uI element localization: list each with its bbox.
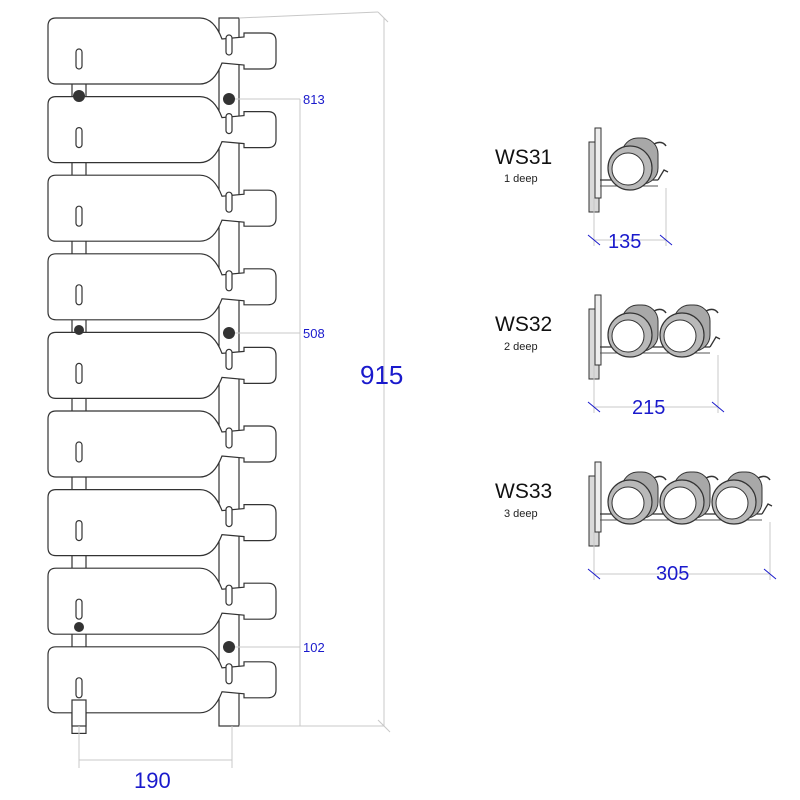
bottle-neck-hook <box>653 141 667 147</box>
bottle-outline <box>47 567 277 635</box>
bottle-base <box>611 486 645 520</box>
model-ws31-illustration <box>587 127 673 246</box>
bottle-outline <box>47 646 277 714</box>
left-foot <box>71 699 87 727</box>
bottle-neck-hook <box>705 308 719 314</box>
end-hook <box>709 336 721 348</box>
dimension-tick <box>763 568 777 580</box>
model-ws32-illustration <box>587 294 725 413</box>
model-ws31-name: WS31 <box>495 146 552 169</box>
bottle-base <box>715 486 749 520</box>
pin-slot <box>225 34 233 56</box>
model-variants: WS31 1 deep 135 WS32 2 deep 215 WS33 3 d… <box>495 127 777 585</box>
bottle-neck-hook <box>653 308 667 314</box>
model-ws32-width: 215 <box>632 397 665 419</box>
bottle-neck-hook <box>705 475 719 481</box>
pin-slot <box>225 584 233 606</box>
height-dimension-line <box>377 719 391 733</box>
dimension-tick <box>659 234 673 246</box>
bottle-outline <box>47 96 277 164</box>
bottle-base <box>611 319 645 353</box>
model-ws32-depth: 2 deep <box>504 341 538 353</box>
model-ws33-depth: 3 deep <box>504 508 538 520</box>
model-ws31-width: 135 <box>608 231 641 253</box>
mount-label-813: 813 <box>303 92 325 107</box>
height-label: 915 <box>360 360 403 390</box>
bottle-stack <box>47 17 277 714</box>
dimension-tick <box>587 568 601 580</box>
bottle-neck-hook <box>757 475 771 481</box>
bottle-base <box>663 319 697 353</box>
mount-label-102: 102 <box>303 640 325 655</box>
model-ws32-name: WS32 <box>495 313 552 336</box>
bottle-outline <box>47 174 277 242</box>
pin-slot <box>75 362 83 384</box>
mount-hole <box>223 327 235 339</box>
bottle-neck-hook <box>653 475 667 481</box>
pin-slot <box>225 191 233 213</box>
pin-slot <box>225 112 233 135</box>
pin-slot <box>225 663 233 685</box>
model-ws33-name: WS33 <box>495 480 552 503</box>
pin-slot <box>225 506 233 528</box>
bottle-outline <box>47 17 277 85</box>
dimension-tick <box>587 401 601 413</box>
bottle-outline <box>47 331 277 399</box>
bottle-base <box>663 486 697 520</box>
wall-plate-edge <box>594 461 602 533</box>
pin-slot <box>75 48 83 70</box>
end-hook <box>657 169 669 181</box>
width-label: 190 <box>134 768 171 793</box>
dimension-tick <box>711 401 725 413</box>
pin-slot <box>75 519 83 542</box>
dimension-tick <box>587 234 601 246</box>
bottle-outline <box>47 253 277 321</box>
mount-hole <box>74 325 84 335</box>
end-hook <box>761 503 773 515</box>
pin-slot <box>75 598 83 620</box>
pin-slot <box>225 270 233 292</box>
mount-label-508: 508 <box>303 326 325 341</box>
mount-hole <box>223 641 235 653</box>
pin-slot <box>75 205 83 227</box>
pin-slot <box>225 348 233 370</box>
pin-slot <box>75 441 83 463</box>
model-ws31: WS31 1 deep 135 <box>495 127 673 253</box>
wall-plate-edge <box>594 127 602 199</box>
wall-plate-edge <box>594 294 602 366</box>
model-ws33: WS33 3 deep 305 <box>495 461 777 585</box>
model-ws31-depth: 1 deep <box>504 173 538 185</box>
height-dimension-line <box>238 11 379 19</box>
model-ws32: WS32 2 deep 215 <box>495 294 725 419</box>
pin-slot <box>225 427 233 449</box>
bottle-outline <box>47 410 277 478</box>
pin-slot <box>75 126 83 149</box>
model-ws33-illustration <box>587 461 777 580</box>
pin-slot <box>75 677 83 699</box>
model-ws33-width: 305 <box>656 563 689 585</box>
mount-hole <box>73 90 85 102</box>
bottle-base <box>611 152 645 186</box>
height-dimension-line <box>377 11 389 23</box>
mount-hole <box>223 93 235 105</box>
pin-slot <box>75 284 83 306</box>
bottle-outline <box>47 489 277 557</box>
mount-hole <box>74 622 84 632</box>
